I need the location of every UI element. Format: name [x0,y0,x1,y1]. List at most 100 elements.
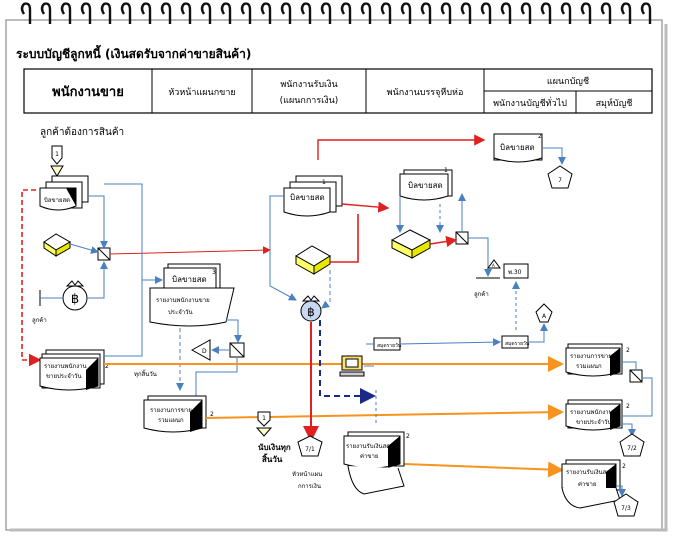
triangle-a1-label: A [542,313,547,320]
packer-bill-num: 1 [444,167,448,174]
count-money-connector-label: 1 [262,415,266,422]
spiral-ring [360,2,372,24]
spiral-ring [540,2,552,24]
baht-symbol-cashier: ฿ [307,305,315,319]
ledger-box-1-label: สมุดรายวัน [377,343,402,349]
customer-label: ลูกค้า [32,317,47,324]
connector-7 [547,165,573,189]
page-shadow [10,24,668,532]
collate-box-head [229,342,245,358]
head-dept-sales-line1: รายงานการขาย [150,407,192,414]
column-sales-staff: พนักงานขาย [52,85,124,100]
cash-receipt-report: รายงานรับเงินสด ค่าขาย 2 [343,431,410,469]
money-bag-cashier: ฿ [300,295,322,322]
column-cashier-line2: (แผนกการเงิน) [280,95,339,106]
spiral-ring [620,2,632,24]
head-cash-bill-label: บิลขายสด [172,275,207,284]
spiral-ring [580,2,592,24]
connector-7-1-label: 7/1 [305,446,315,453]
head-cash-bill-stack: บิลขายสด 3 รายงานพนักงานขาย ประจำวัน [149,263,235,327]
swimlane-header: พนักงานขาย หัวหน้าแผนกขาย พนักงานรับเงิน… [23,68,653,114]
sales-staff-report: รายงานพนักงาน ขายประจำวัน 2 [39,349,109,391]
sales-staff-report-line1: รายงานพนักงาน [44,363,87,370]
cash-receipt-line1: รายงานรับเงินสด [346,443,390,450]
spiral-ring [80,2,92,24]
head-dept-sales-report: รายงานการขาย รวมแผนก 2 [143,395,214,433]
connector-7-3-label: 7/3 [621,505,631,512]
cash-head-line2: กการเงิน [298,483,321,490]
sales-staff-report-line2: ขายประจำวัน [46,373,82,380]
column-cashier-line1: พนักงานรับเงิน [280,79,337,90]
count-money-line1: นับเงินทุก [258,443,291,453]
cashier-bill-stack: บิลขายสด 1 [283,175,343,217]
spiral-ring [600,2,612,24]
acct-dept-sales-line1: รายงานการขาย [570,353,612,360]
spiral-ring [160,2,172,24]
triangle-d-label: D [202,348,207,355]
accounting-bill: บิลขายสด 2 [493,133,543,163]
packer-bill-label: บิลขายสด [408,181,443,190]
triangle-a2-label: A [492,263,495,268]
cash-receipt-line2: ค่าขาย [360,453,378,460]
spiral-ring [640,2,652,24]
acct-dept-sales-line2: รวมแผนก [576,363,602,370]
journal-cash-line2: ค่าขาย [578,481,596,488]
spiral-ring [440,2,452,24]
cashier-bill-num: 1 [322,179,326,186]
spiral-ring [220,2,232,24]
file-box-cashier [295,245,331,275]
cash-bill-small-label: บิลขายสด [44,197,70,204]
connector-1 [51,145,63,165]
spiral-ring [380,2,392,24]
money-bag-sales: ฿ [62,280,88,311]
acct-dept-sales-report: รายงานการขาย รวมแผนก 2 [565,343,630,377]
every-day-label: ทุกสิ้นวัน [134,368,157,378]
connector-1-label: 1 [55,151,59,158]
spiral-ring [560,2,572,24]
cash-receipt-num: 2 [406,433,410,440]
invoice-box [503,263,529,279]
triangle-d [190,339,211,361]
acct-staff-line1: รายงานพนักงาน [570,409,613,416]
spiral-ring [520,2,532,24]
spiral-ring [100,2,112,24]
column-sales-head: หัวหน้าแผนกขาย [168,87,235,98]
connector-7-3 [613,493,639,517]
spiral-ring [200,2,212,24]
head-dept-sales-num: 2 [210,411,214,418]
spiral-ring [280,2,292,24]
packer-bill: บิลขายสด 1 [399,167,453,201]
spiral-ring [320,2,332,24]
spiral-ring [60,2,72,24]
sales-staff-report-num: 2 [105,363,109,370]
baht-symbol-sales: ฿ [71,292,79,307]
computer-icon [339,355,365,377]
cashier-bill-label: บิลขายสด [290,193,325,202]
acct-staff-report: รายงานพนักงาน ขายประจำวัน 2 [565,399,630,431]
head-cash-bill-num: 3 [212,269,216,276]
connector-7-2 [619,433,645,457]
spiral-ring [240,2,252,24]
journal-cash-receipt: รายงานรับเงินสด ค่าขาย 2 [561,459,626,493]
collate-box-packer [455,231,469,245]
customer-orders-label: ลูกค้าต้องการสินค้า [40,126,124,138]
ledger-box-2-label: สมุดรายวัน [505,341,530,347]
journal-cash-line1: รายงานรับเงินสด [566,469,610,476]
acct-dept-sales-num: 2 [626,347,630,354]
orange-flow-3 [403,461,564,478]
spiral-ring [420,2,432,24]
spiral-ring [460,2,472,24]
spiral-ring [260,2,272,24]
triangle-a1 [535,303,553,323]
cash-head-line1: หัวหน้าแผน [292,471,322,478]
start-triangle [50,165,64,177]
file-box-sales [43,233,72,257]
column-packer: พนักงานบรรจุหีบห่อ [387,87,464,98]
spiral-ring [40,2,52,24]
acct-staff-num: 2 [626,403,630,410]
accounting-bill-num: 2 [538,133,542,140]
spiral-ring [500,2,512,24]
collate-box-acct [629,369,643,383]
